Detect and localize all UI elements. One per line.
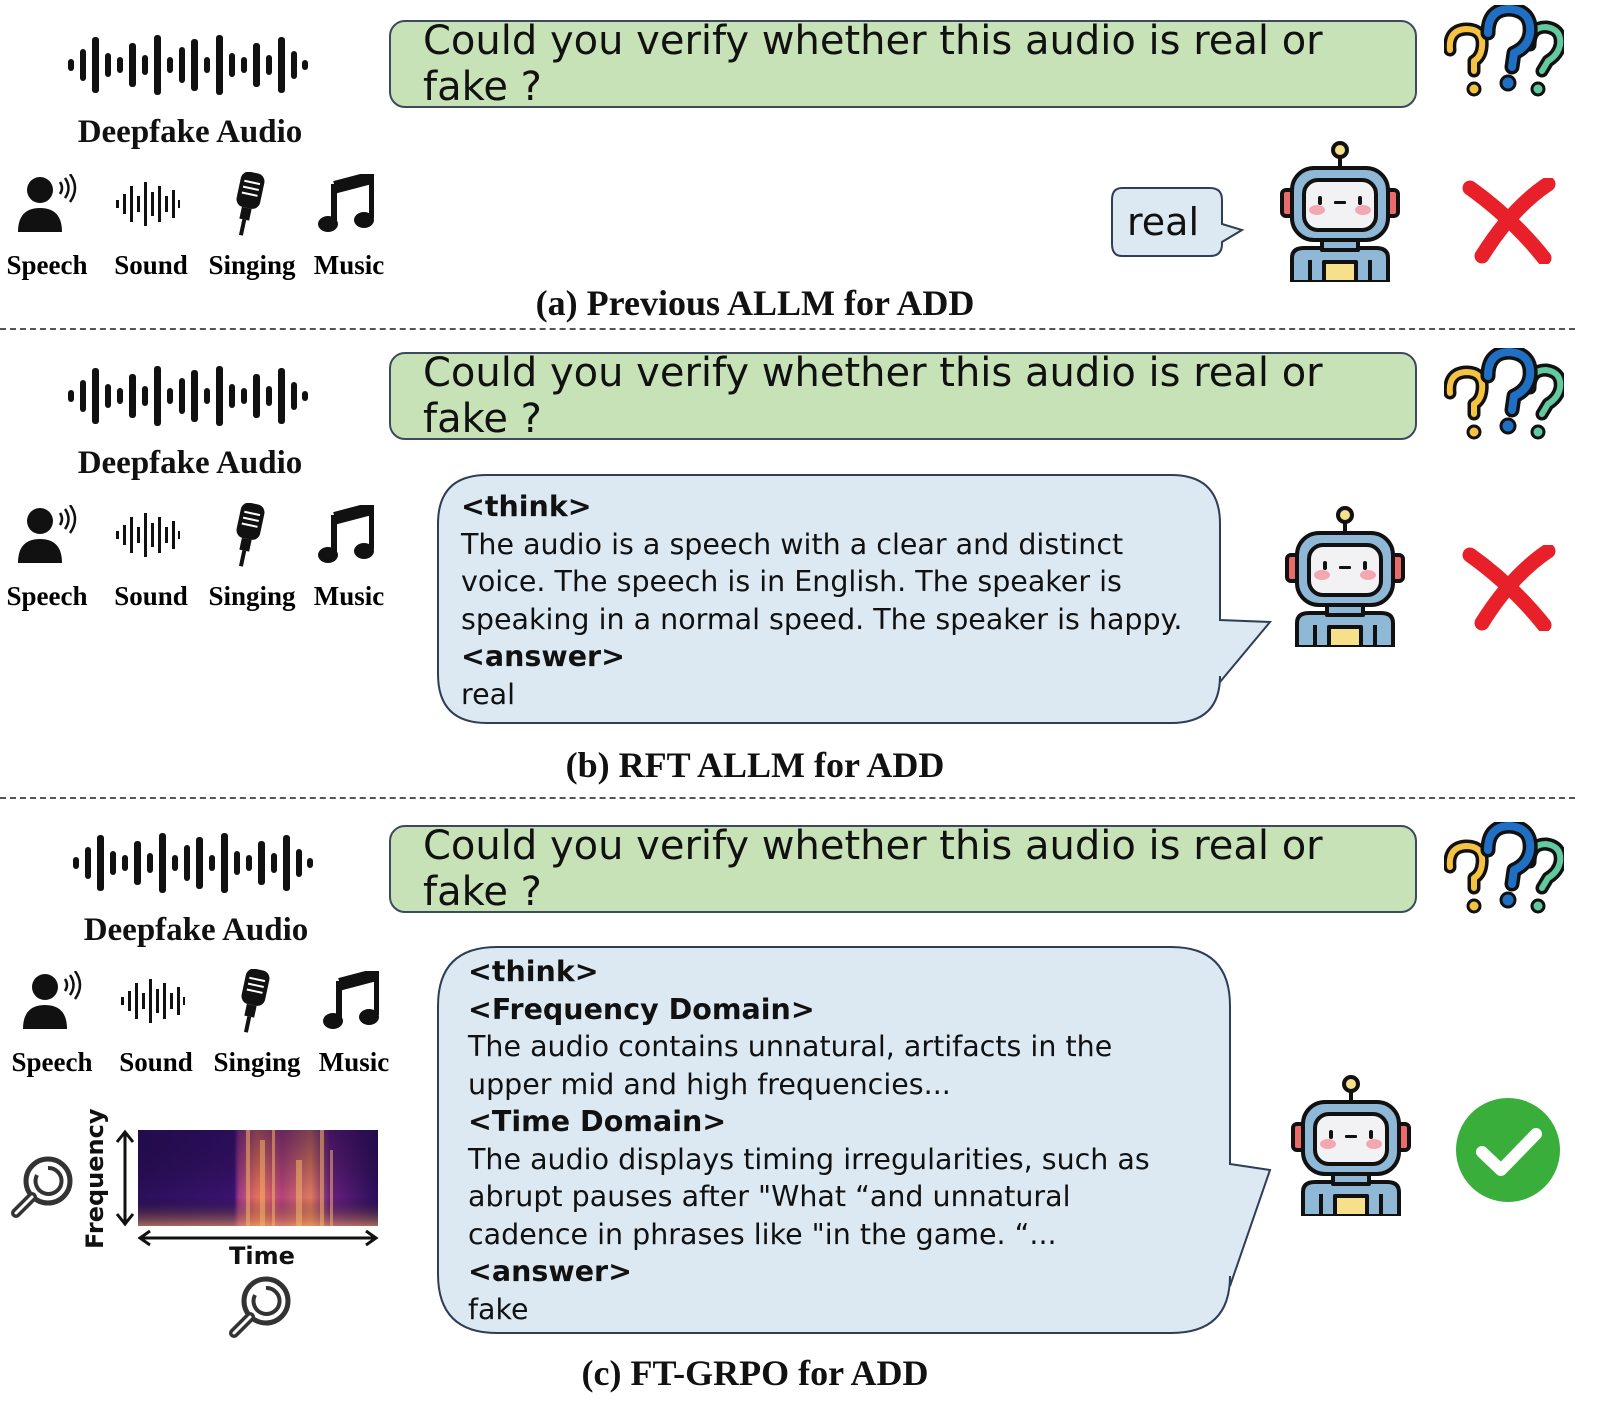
microphone-icon bbox=[235, 969, 271, 1033]
frequency-axis-arrow bbox=[115, 1129, 135, 1227]
time-line: The audio displays timing irregularities… bbox=[468, 1142, 1150, 1176]
response-bubble-shape bbox=[1111, 187, 1245, 257]
frequency-axis-label: Frequency bbox=[81, 1108, 109, 1249]
music-note-icon bbox=[323, 971, 379, 1031]
frequency-line: The audio contains unnatural, artifacts … bbox=[468, 1030, 1113, 1063]
sound-icon bbox=[121, 979, 185, 1023]
category-sound: Sound bbox=[114, 250, 188, 280]
time-axis-arrow bbox=[137, 1229, 379, 1247]
audio-label: Deepfake Audio bbox=[83, 912, 309, 948]
divider bbox=[0, 797, 1575, 799]
category-music: Music bbox=[318, 1047, 390, 1077]
think-line: voice. The speech is in English. The spe… bbox=[461, 565, 1122, 598]
speech-icon bbox=[18, 505, 82, 565]
answer-tag: <answer> bbox=[468, 1255, 632, 1288]
caption-b: (b) RFT ALLM for ADD bbox=[565, 745, 945, 785]
category-music: Music bbox=[313, 250, 385, 280]
category-music: Music bbox=[313, 581, 385, 611]
audio-label: Deepfake Audio bbox=[77, 114, 303, 150]
response-answer: real bbox=[1127, 200, 1200, 244]
think-line: speaking in a normal speed. The speaker … bbox=[461, 602, 1183, 636]
speech-icon bbox=[18, 174, 82, 234]
robot-icon bbox=[1285, 505, 1405, 647]
question-marks-icon bbox=[1444, 5, 1564, 100]
category-singing: Singing bbox=[213, 1047, 301, 1077]
music-note-icon bbox=[318, 505, 374, 565]
audio-label: Deepfake Audio bbox=[77, 445, 303, 481]
robot-icon bbox=[1280, 140, 1400, 282]
think-tag: <think> bbox=[468, 955, 599, 988]
music-note-icon bbox=[318, 174, 374, 234]
response-text: <think> <Frequency Domain> The audio con… bbox=[468, 953, 1150, 1328]
category-sound: Sound bbox=[114, 581, 188, 611]
category-singing: Singing bbox=[208, 250, 296, 280]
answer: fake bbox=[468, 1292, 529, 1326]
correct-check-icon bbox=[1456, 1098, 1560, 1202]
frequency-line: upper mid and high frequencies... bbox=[468, 1067, 951, 1101]
question-marks-icon bbox=[1444, 348, 1564, 443]
question-box: Could you verify whether this audio is r… bbox=[389, 18, 1417, 110]
speech-icon bbox=[23, 971, 87, 1031]
time-line: cadence in phrases like "in the game. “.… bbox=[468, 1217, 1057, 1251]
category-singing: Singing bbox=[208, 581, 296, 611]
response-text: <think> The audio is a speech with a cle… bbox=[461, 488, 1182, 713]
answer: real bbox=[461, 677, 516, 711]
sound-icon bbox=[116, 182, 180, 226]
sound-icon bbox=[116, 513, 180, 557]
caption-a: (a) Previous ALLM for ADD bbox=[535, 283, 975, 323]
waveform-icon bbox=[73, 833, 313, 893]
time-domain-tag: <Time Domain> bbox=[468, 1105, 727, 1138]
time-axis-label: Time bbox=[229, 1242, 295, 1270]
question-box: Could you verify whether this audio is r… bbox=[389, 350, 1417, 442]
magnifier-icon bbox=[228, 1275, 292, 1339]
category-speech: Speech bbox=[6, 250, 88, 280]
frequency-domain-tag: <Frequency Domain> bbox=[468, 992, 815, 1026]
waveform-icon bbox=[68, 366, 308, 426]
question-marks-icon bbox=[1444, 822, 1564, 917]
question-box: Could you verify whether this audio is r… bbox=[389, 823, 1417, 915]
robot-icon bbox=[1291, 1074, 1411, 1216]
response-bubble-shape bbox=[437, 474, 1273, 724]
spectrogram-image bbox=[138, 1130, 378, 1226]
category-speech: Speech bbox=[11, 1047, 93, 1077]
think-tag: <think> bbox=[461, 490, 592, 523]
answer-tag: <answer> bbox=[461, 640, 625, 673]
microphone-icon bbox=[230, 503, 266, 567]
wrong-cross-icon bbox=[1462, 545, 1556, 631]
divider bbox=[0, 328, 1575, 330]
caption-c: (c) FT-GRPO for ADD bbox=[581, 1353, 929, 1393]
category-sound: Sound bbox=[119, 1047, 193, 1077]
think-line: The audio is a speech with a clear and d… bbox=[461, 527, 1124, 561]
category-speech: Speech bbox=[6, 581, 88, 611]
time-line: abrupt pauses after "What “and unnatural bbox=[468, 1180, 1071, 1213]
microphone-icon bbox=[230, 172, 266, 236]
waveform-icon bbox=[68, 35, 308, 95]
wrong-cross-icon bbox=[1462, 178, 1556, 264]
magnifier-icon bbox=[10, 1155, 74, 1219]
response-bubble-shape bbox=[437, 946, 1272, 1334]
